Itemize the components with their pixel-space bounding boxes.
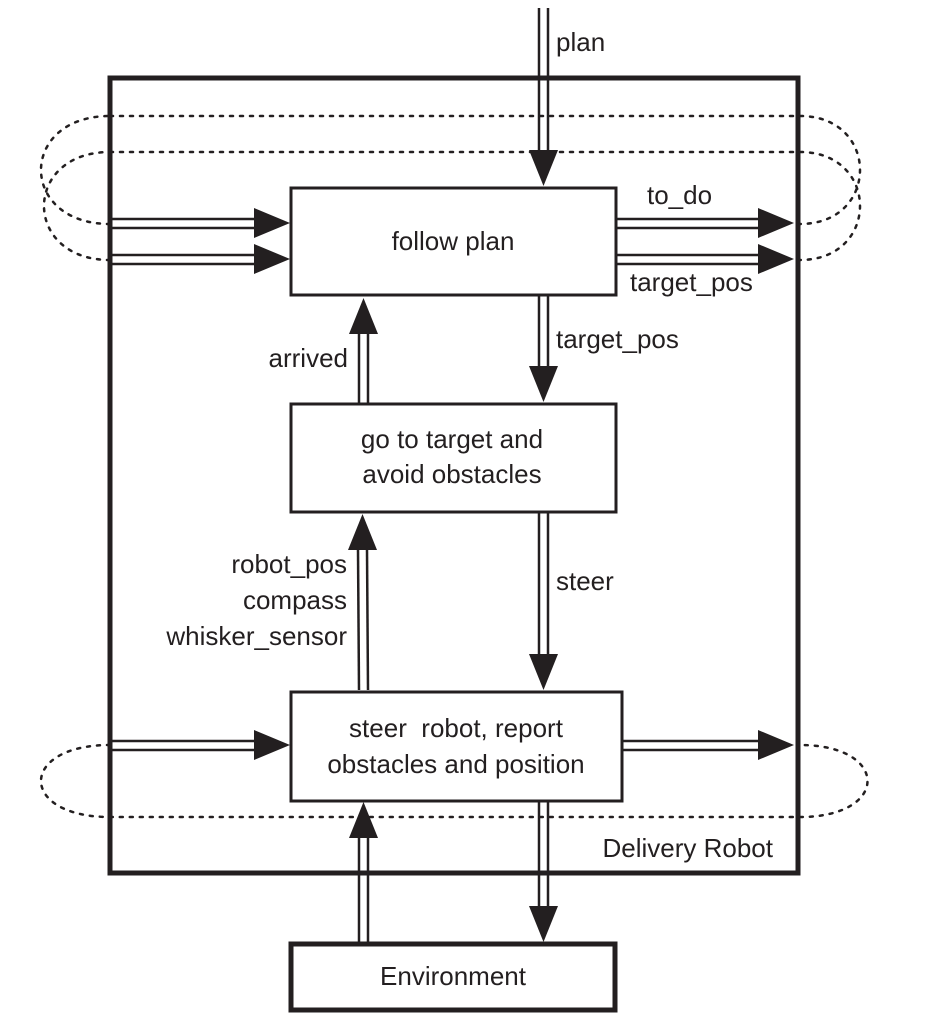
compass-label: compass (243, 585, 347, 615)
arrow-environment-up (349, 802, 378, 944)
feedback-loops (39, 114, 869, 819)
arrow-target-pos-out (616, 244, 794, 274)
arrived-label: arrived (269, 343, 348, 373)
delivery-robot-boundary (107, 75, 801, 876)
follow-plan-box (289, 186, 618, 297)
go-to-target-box (289, 402, 618, 514)
whisker-sensor-label: whisker_sensor (165, 621, 347, 651)
environment-label: Environment (380, 961, 527, 991)
plan-label: plan (556, 27, 605, 57)
loop-bottom (39, 743, 869, 819)
arrow-target-pos-down (529, 296, 558, 402)
to-do-label: to_do (647, 180, 712, 210)
target-pos-down-label: target_pos (556, 324, 679, 354)
steer-robot-label-line-2: obstacles and position (327, 749, 584, 779)
arrow-environment-down (529, 802, 558, 942)
arrow-arrived-up (349, 298, 378, 404)
arrow-steer-memory-out (622, 730, 794, 760)
follow-plan-label: follow plan (392, 226, 515, 256)
steer-robot-label-line-1: steer robot, report (349, 713, 564, 743)
arrow-memory-in-1 (110, 208, 290, 238)
environment-box (288, 941, 618, 1013)
loop-top-inner (42, 150, 862, 262)
arrow-memory-in-2 (110, 244, 290, 274)
arrow-percepts-up (348, 514, 377, 691)
arrow-plan-in (529, 8, 558, 186)
go-to-target-label-line-2: avoid obstacles (362, 459, 541, 489)
arrow-steer-down (529, 512, 558, 690)
delivery-robot-label: Delivery Robot (602, 833, 773, 863)
steer-robot-box (289, 690, 624, 803)
steer-label: steer (556, 566, 614, 596)
arrow-steer-memory-in (110, 730, 290, 760)
robot-pos-label: robot_pos (231, 549, 347, 579)
loop-top-outer (39, 114, 862, 226)
arrow-to-do-out (616, 208, 794, 238)
go-to-target-label-line-1: go to target and (361, 424, 543, 454)
target-pos-out-label: target_pos (630, 267, 753, 297)
